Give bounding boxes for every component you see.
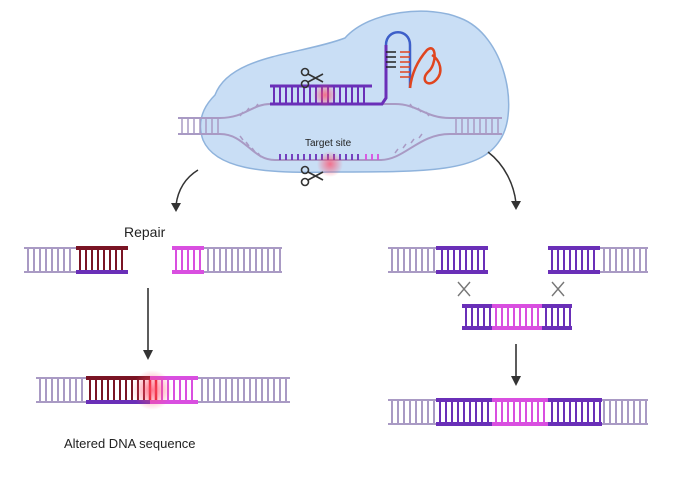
arrow-down-right [511, 344, 521, 386]
cross-icon [551, 281, 565, 297]
dna-fragment-right [172, 246, 282, 274]
cross-icon [457, 281, 471, 297]
curved-arrow-right [487, 151, 521, 210]
cell-body [199, 10, 510, 174]
dna-segment-left [388, 246, 488, 274]
scissors-icon [300, 67, 324, 89]
target-site-label: Target site [305, 138, 352, 149]
arrow-down-left [143, 288, 153, 360]
guide-bound-strand [270, 83, 372, 107]
dna-fragment-left [24, 246, 128, 274]
dna-upper-strand [178, 103, 502, 119]
target-strand [279, 151, 379, 177]
repair-label: Repair [124, 224, 166, 240]
curved-arrow-left [171, 169, 199, 212]
edited-dna [388, 398, 648, 426]
dna-lower-strand [178, 133, 502, 161]
altered-dna-label: Altered DNA sequence [64, 436, 196, 451]
donor-template [462, 304, 572, 330]
altered-dna [36, 370, 290, 410]
guide-rna [372, 31, 442, 106]
scissors-icon [300, 165, 324, 187]
dna-segment-right [548, 246, 648, 274]
